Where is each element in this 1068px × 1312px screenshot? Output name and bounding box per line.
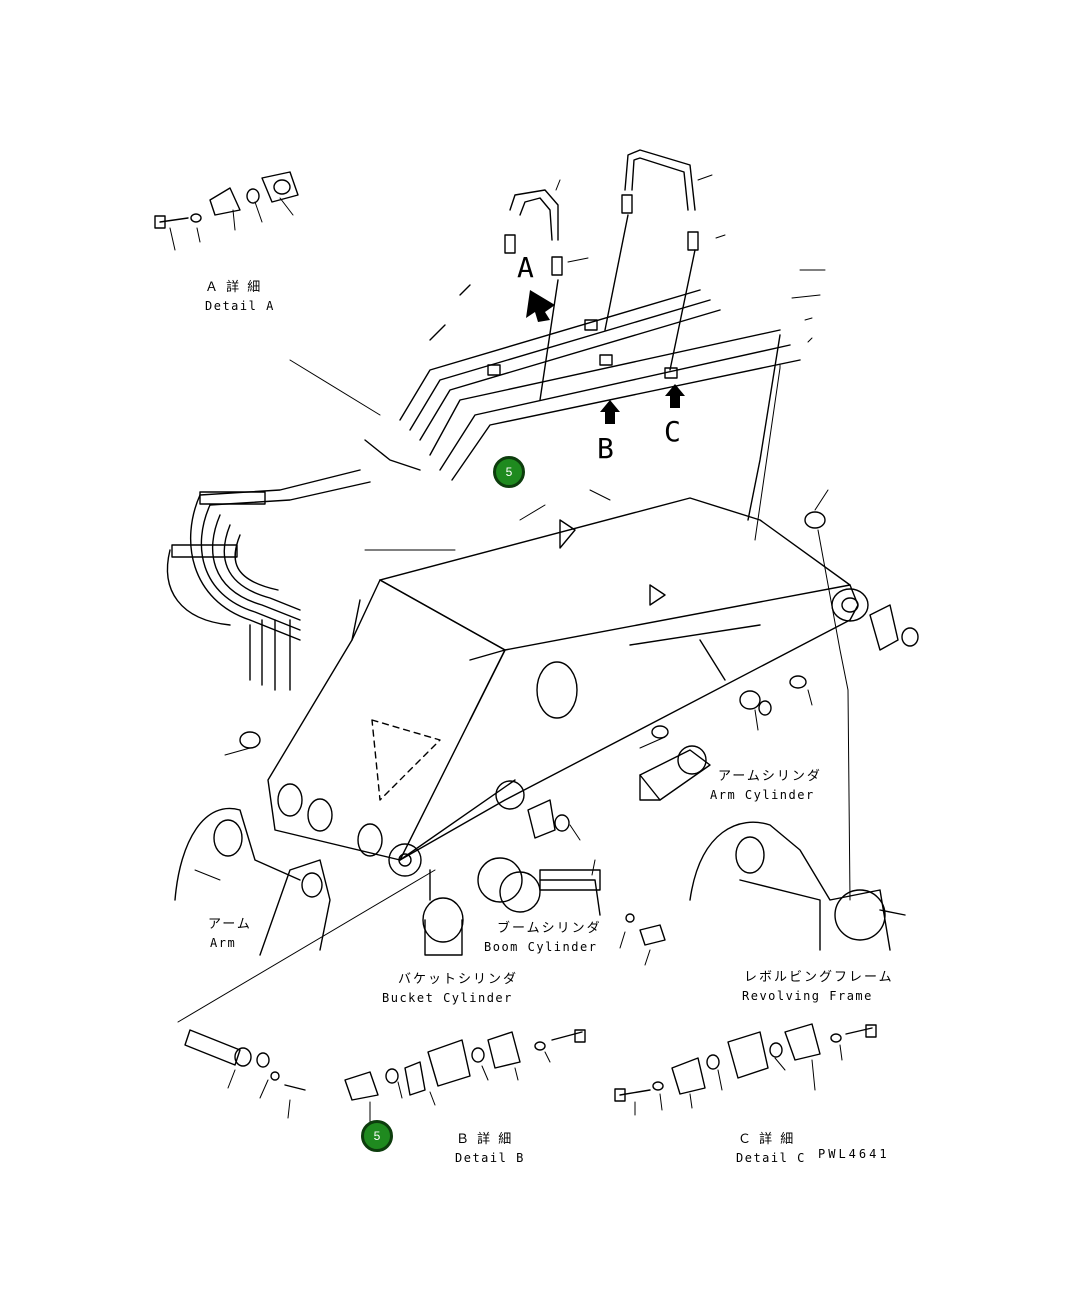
bucket-cylinder-label-en: Bucket Cylinder bbox=[382, 991, 513, 1005]
detail-c-parts bbox=[614, 1023, 877, 1102]
hose-loops bbox=[166, 469, 371, 691]
detail-b-label-jp: Ｂ 詳 細 bbox=[456, 1132, 514, 1147]
boom-body bbox=[267, 497, 869, 877]
detail-c-label-en: Detail C bbox=[736, 1151, 806, 1165]
bottom-left-cylinder bbox=[184, 1029, 306, 1091]
revolving-frame-label-en: Revolving Frame bbox=[742, 989, 873, 1003]
detail-a-label-jp: Ａ 詳 細 bbox=[205, 280, 263, 295]
arm-cylinder-label-jp: アームシリンダ bbox=[718, 769, 822, 784]
view-letter-c: C bbox=[664, 415, 681, 448]
revolving-frame-label-jp: レボルビングフレーム bbox=[744, 970, 894, 985]
arm-label-en: Arm bbox=[210, 936, 237, 950]
arm-cylinder-part bbox=[639, 745, 711, 801]
drawing-code: PWL4641 bbox=[818, 1147, 890, 1161]
hydraulic-pipe-bundle bbox=[364, 149, 801, 521]
detail-a-label-en: Detail A bbox=[205, 299, 275, 313]
boom-cylinder-label-en: Boom Cylinder bbox=[484, 940, 598, 954]
arm-label-jp: アーム bbox=[208, 917, 252, 932]
detail-a-parts bbox=[154, 171, 299, 229]
detail-b-parts bbox=[344, 1029, 586, 1101]
leader-lines bbox=[169, 174, 851, 1131]
view-letter-b: B bbox=[597, 432, 614, 465]
arm-part bbox=[174, 807, 331, 956]
bucket-cylinder-part bbox=[422, 869, 464, 956]
bucket-cylinder-label-jp: バケットシリンダ bbox=[398, 972, 519, 987]
revolving-frame-part bbox=[689, 821, 906, 951]
boom-cylinder-label-jp: ブームシリンダ bbox=[497, 921, 602, 936]
detail-c-label-jp: Ｃ 詳 細 bbox=[738, 1132, 796, 1147]
view-letter-a: A bbox=[517, 251, 534, 284]
pins-and-bushings bbox=[239, 511, 919, 946]
callout-5-upper[interactable]: 5 bbox=[493, 456, 525, 488]
callout-5-lower[interactable]: 5 bbox=[361, 1120, 393, 1152]
detail-b-label-en: Detail B bbox=[455, 1151, 525, 1165]
view-arrows bbox=[526, 290, 685, 424]
arm-cylinder-label-en: Arm Cylinder bbox=[710, 788, 815, 802]
boom-cylinder-part bbox=[477, 857, 601, 916]
